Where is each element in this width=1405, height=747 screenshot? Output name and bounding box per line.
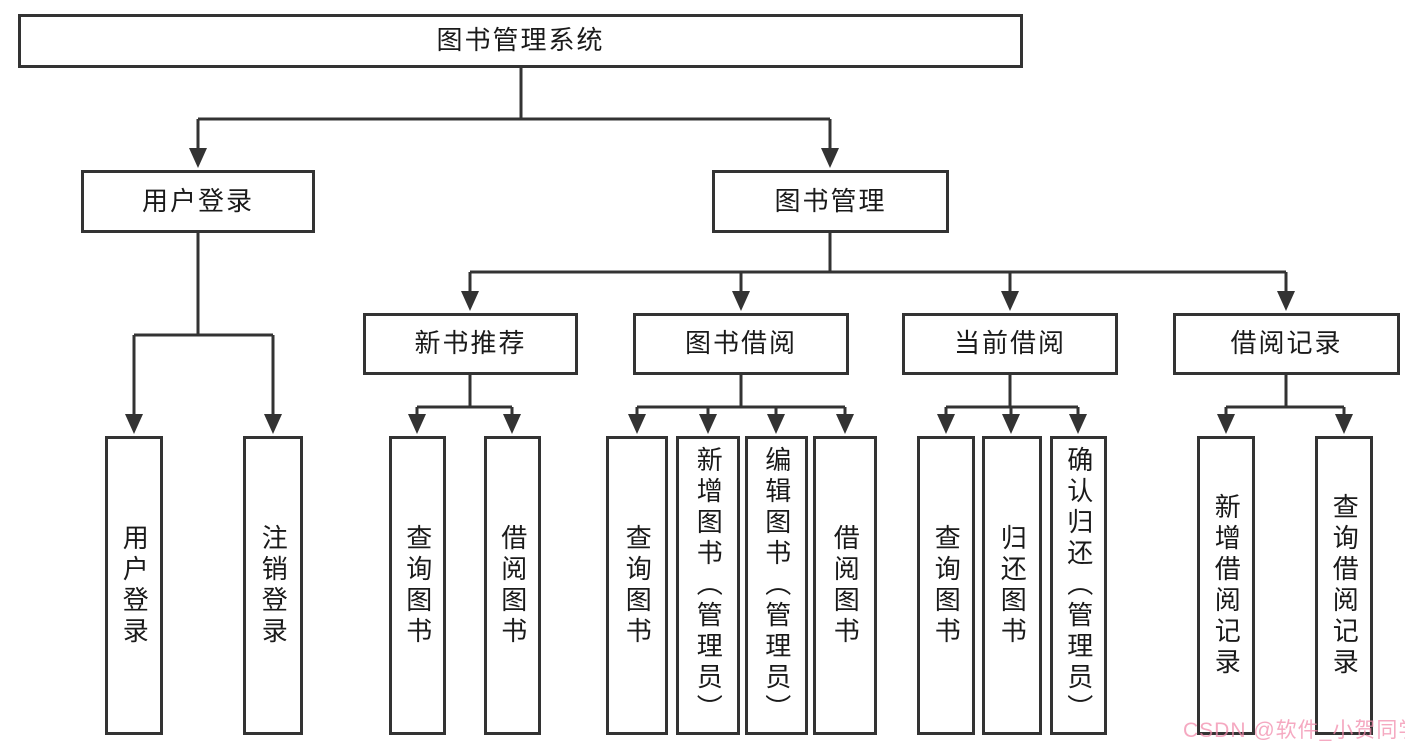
leaf-logout: 注销登录 (243, 436, 303, 735)
connector-book-borrow (628, 375, 854, 434)
connector-borrow-records (1217, 375, 1353, 434)
leaf-query-books-3: 查询图书 (917, 436, 975, 735)
leaf-user-login: 用户登录 (105, 436, 163, 735)
node-user-login-label: 用户登录 (141, 185, 254, 216)
node-book-borrow: 图书借阅 (633, 313, 849, 375)
leaf-borrow-books-2-label: 借阅图书 (830, 523, 861, 648)
connector-root (189, 68, 839, 168)
node-current-borrow: 当前借阅 (902, 313, 1118, 375)
node-book-borrow-label: 图书借阅 (684, 328, 797, 359)
leaf-return-books-label: 归还图书 (997, 523, 1028, 648)
leaf-add-books-admin: 新增图书（管理员） (676, 436, 740, 735)
leaf-add-borrow-record-label: 新增借阅记录 (1211, 492, 1242, 679)
leaf-confirm-return-admin: 确认归还（管理员） (1050, 436, 1107, 735)
leaf-return-books: 归还图书 (982, 436, 1042, 735)
connector-user-login (125, 233, 282, 434)
leaf-add-books-admin-label: 新增图书（管理员） (693, 446, 724, 725)
node-current-borrow-label: 当前借阅 (953, 328, 1066, 359)
node-book-management: 图书管理 (712, 170, 949, 233)
connector-new-books (408, 375, 521, 434)
leaf-borrow-books-2: 借阅图书 (813, 436, 877, 735)
node-borrow-records-label: 借阅记录 (1230, 328, 1343, 359)
node-book-management-label: 图书管理 (774, 185, 887, 216)
leaf-add-borrow-record: 新增借阅记录 (1197, 436, 1255, 735)
node-new-books: 新书推荐 (363, 313, 578, 375)
leaf-edit-books-admin-label: 编辑图书（管理员） (761, 446, 792, 725)
leaf-query-books-2-label: 查询图书 (622, 523, 653, 648)
leaf-edit-books-admin: 编辑图书（管理员） (745, 436, 808, 735)
node-root-label: 图书管理系统 (436, 25, 605, 56)
connector-current-borrow (937, 375, 1087, 434)
node-new-books-label: 新书推荐 (414, 328, 527, 359)
leaf-logout-label: 注销登录 (258, 523, 289, 648)
leaf-query-books-3-label: 查询图书 (931, 523, 962, 648)
leaf-borrow-books-1-label: 借阅图书 (497, 523, 528, 648)
node-user-login: 用户登录 (81, 170, 315, 233)
leaf-query-borrow-record: 查询借阅记录 (1315, 436, 1373, 735)
leaf-query-books-1: 查询图书 (389, 436, 446, 735)
leaf-user-login-label: 用户登录 (119, 523, 150, 648)
leaf-query-borrow-record-label: 查询借阅记录 (1329, 492, 1360, 679)
node-borrow-records: 借阅记录 (1173, 313, 1400, 375)
connector-book-management (461, 233, 1295, 311)
watermark-text: CSDN @软件_小贺同学 (1183, 719, 1405, 742)
leaf-query-books-2: 查询图书 (606, 436, 668, 735)
node-root: 图书管理系统 (18, 14, 1023, 68)
leaf-confirm-return-admin-label: 确认归还（管理员） (1063, 446, 1094, 725)
leaf-borrow-books-1: 借阅图书 (484, 436, 541, 735)
leaf-query-books-1-label: 查询图书 (402, 523, 433, 648)
